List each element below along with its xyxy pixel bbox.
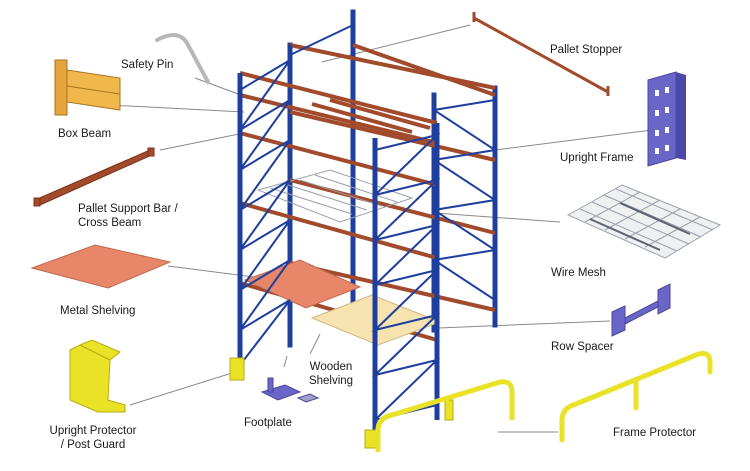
row-spacer-label: Row Spacer: [551, 341, 614, 353]
upright-frame-label: Upright Frame: [560, 152, 634, 164]
frame-protector-part: [559, 351, 713, 443]
metal-shelving-label: Metal Shelving: [60, 305, 136, 317]
pallet-support-bar-part: [33, 147, 155, 207]
wooden-shelving-label-line2: Shelving: [308, 375, 354, 387]
wire-mesh-label: Wire Mesh: [551, 267, 606, 279]
footplate-label: Footplate: [244, 417, 292, 429]
upright-frame-part: [647, 71, 686, 167]
footplate-part: [260, 377, 320, 403]
pallet-support-bar-label-line2: Cross Beam: [78, 217, 142, 229]
rack-metal-shelf: [243, 259, 362, 309]
upright-protector-part: [69, 339, 126, 413]
row-spacer-part: [611, 283, 671, 337]
pallet-support-bar-label-line1: Pallet Support Bar /: [78, 203, 178, 215]
metal-shelving-part: [30, 244, 172, 289]
upright-protector-label-line2: / Post Guard: [60, 439, 126, 451]
safety-pin-part: [155, 33, 210, 84]
rack-frame-protector: [375, 379, 515, 452]
pallet-stopper-label: Pallet Stopper: [550, 44, 623, 56]
box-beam-label: Box Beam: [58, 128, 112, 140]
frame-bracing: [239, 24, 498, 422]
upright-protector-label-line1: Upright Protector: [49, 425, 137, 437]
wooden-shelving-label-line1: Wooden: [309, 361, 353, 373]
pallet-stopper-part: [472, 12, 610, 96]
front-uprights: [237, 45, 440, 440]
frame-protector-label: Frame Protector: [613, 427, 697, 439]
safety-pin-label: Safety Pin: [121, 59, 174, 71]
rack-wire-mesh: [256, 169, 414, 223]
box-beams: [239, 43, 496, 342]
wire-mesh-part: [566, 184, 722, 259]
box-beam-part: [54, 59, 121, 116]
leader-lines: [109, 24, 653, 433]
